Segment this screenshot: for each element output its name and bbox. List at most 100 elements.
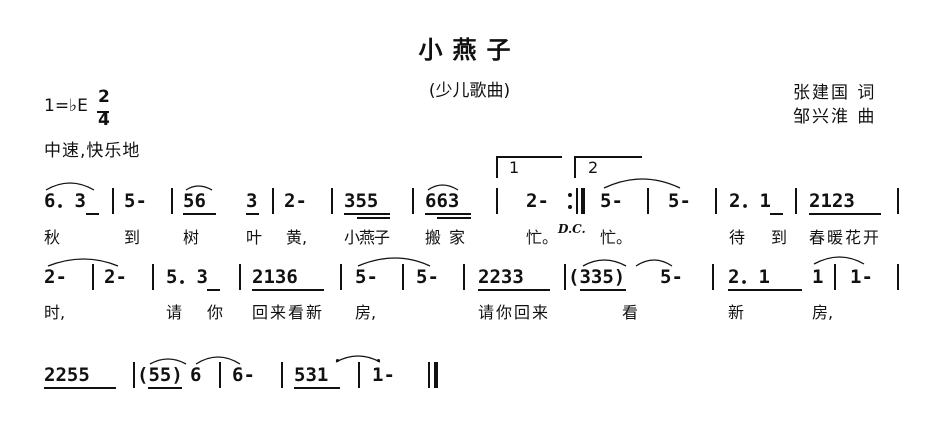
note-group: 2．1 (728, 266, 770, 288)
lyric: 回来看新 (252, 303, 325, 322)
note-group: 531 (294, 364, 329, 386)
lyric: 看 (622, 303, 639, 322)
barline (463, 264, 465, 290)
repeat-dot (568, 193, 572, 197)
song-title: 小燕子 (418, 36, 521, 64)
lyric: 树 (183, 228, 200, 247)
lyric: 房, (812, 303, 834, 322)
slur (335, 355, 381, 363)
barline (133, 362, 135, 388)
note-group: 2136 (252, 266, 298, 288)
barline (647, 188, 649, 214)
time-signature-line (97, 111, 109, 113)
slur (635, 259, 673, 267)
volta-1-number: 1 (509, 158, 520, 177)
underline (728, 289, 802, 291)
slur (813, 256, 865, 265)
barline (92, 264, 94, 290)
repeat-barline (576, 188, 578, 214)
dc-marking: D.C. (558, 222, 586, 236)
barline (897, 188, 899, 214)
lyric: 新 (728, 303, 745, 322)
lyric: 你 (207, 303, 224, 322)
lyric: 到 (771, 228, 788, 247)
underline (148, 387, 182, 389)
slur (195, 356, 241, 365)
volta-2-left (574, 156, 576, 178)
underline (357, 217, 390, 219)
slur (582, 259, 627, 267)
note-group: (55) (137, 364, 183, 386)
underline (809, 213, 881, 215)
barline (358, 362, 360, 388)
slur (603, 178, 681, 189)
note-group: 6．3 (44, 190, 86, 212)
lyric: 忙。 (600, 228, 633, 247)
note-group: 663 (425, 190, 460, 212)
underline (44, 387, 116, 389)
note-group: 5- (124, 190, 147, 212)
slur (149, 358, 187, 365)
slur (47, 258, 119, 267)
note-group: 6 (190, 364, 202, 386)
note-group: 3 (246, 190, 258, 212)
barline (712, 264, 714, 290)
barline (152, 264, 154, 290)
underline (86, 213, 99, 215)
barline (715, 188, 717, 214)
underline (294, 387, 340, 389)
underline (437, 217, 471, 219)
slur (45, 182, 95, 191)
volta-1-left (496, 156, 498, 178)
underline (207, 289, 220, 291)
lyric: 黄, (286, 228, 308, 247)
time-signature-top: 2 (98, 87, 110, 107)
final-barline-thick (434, 362, 438, 388)
barline (239, 264, 241, 290)
volta-2-line (574, 156, 642, 158)
underline (770, 213, 783, 215)
slur (185, 185, 213, 191)
barline (112, 188, 114, 214)
lyric: 叶 (246, 228, 263, 247)
note-group: 2233 (478, 266, 524, 288)
barline (834, 264, 836, 290)
underline (478, 289, 550, 291)
barline (897, 264, 899, 290)
underline (246, 213, 259, 215)
lyric: 待 (729, 228, 746, 247)
lyric: 小燕子 (344, 228, 390, 247)
lyric: 时, (44, 303, 66, 322)
barline (564, 264, 566, 290)
repeat-barline-thick (581, 188, 585, 214)
note-group: 2123 (809, 190, 855, 212)
lyric: 请你回来 (478, 303, 551, 322)
note-group: 5- (600, 190, 623, 212)
time-signature-bottom: 4 (98, 110, 110, 130)
underline (183, 213, 216, 215)
note-group: 5- (668, 190, 691, 212)
barline (171, 188, 173, 214)
underline (580, 289, 626, 291)
note-group: 5- (355, 266, 378, 288)
note-group: 6- (232, 364, 255, 386)
barline (795, 188, 797, 214)
note-group: 355 (344, 190, 379, 212)
lyric: 请 (166, 303, 183, 322)
composer-credit: 邹兴淮 曲 (793, 107, 877, 127)
volta-1-line (496, 156, 562, 158)
underline (344, 213, 390, 215)
slur (357, 257, 431, 267)
tempo-marking: 中速,快乐地 (44, 141, 141, 161)
lyric: 春暖花开 (809, 228, 882, 247)
note-group: 1- (372, 364, 395, 386)
note-group: 1 (812, 266, 824, 288)
lyric: 秋 (44, 228, 61, 247)
note-group: 56 (183, 190, 206, 212)
barline (219, 362, 221, 388)
barline (281, 362, 283, 388)
note-group: 2- (526, 190, 549, 212)
note-group: 2- (104, 266, 127, 288)
barline (496, 188, 498, 214)
